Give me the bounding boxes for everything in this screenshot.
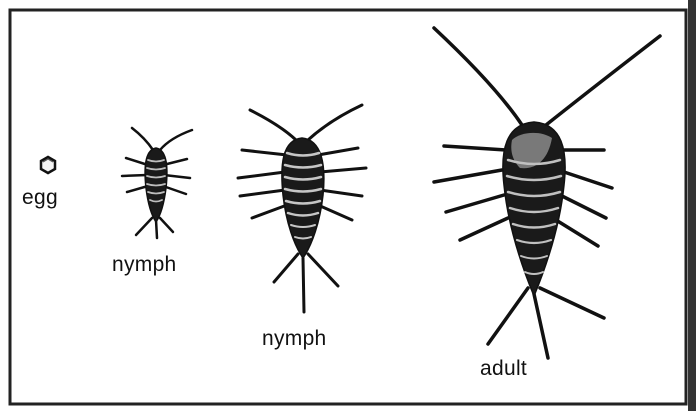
large-nymph-label: nymph bbox=[262, 327, 327, 351]
egg-illustration bbox=[41, 157, 55, 173]
small-nymph-illustration bbox=[122, 128, 192, 238]
small-nymph-label: nymph bbox=[112, 253, 177, 277]
egg-label: egg bbox=[22, 186, 58, 210]
scan-edge-shadow bbox=[688, 0, 696, 411]
adult-label: adult bbox=[480, 357, 527, 381]
adult-silverfish-illustration bbox=[434, 28, 660, 358]
large-nymph-illustration bbox=[238, 105, 366, 312]
